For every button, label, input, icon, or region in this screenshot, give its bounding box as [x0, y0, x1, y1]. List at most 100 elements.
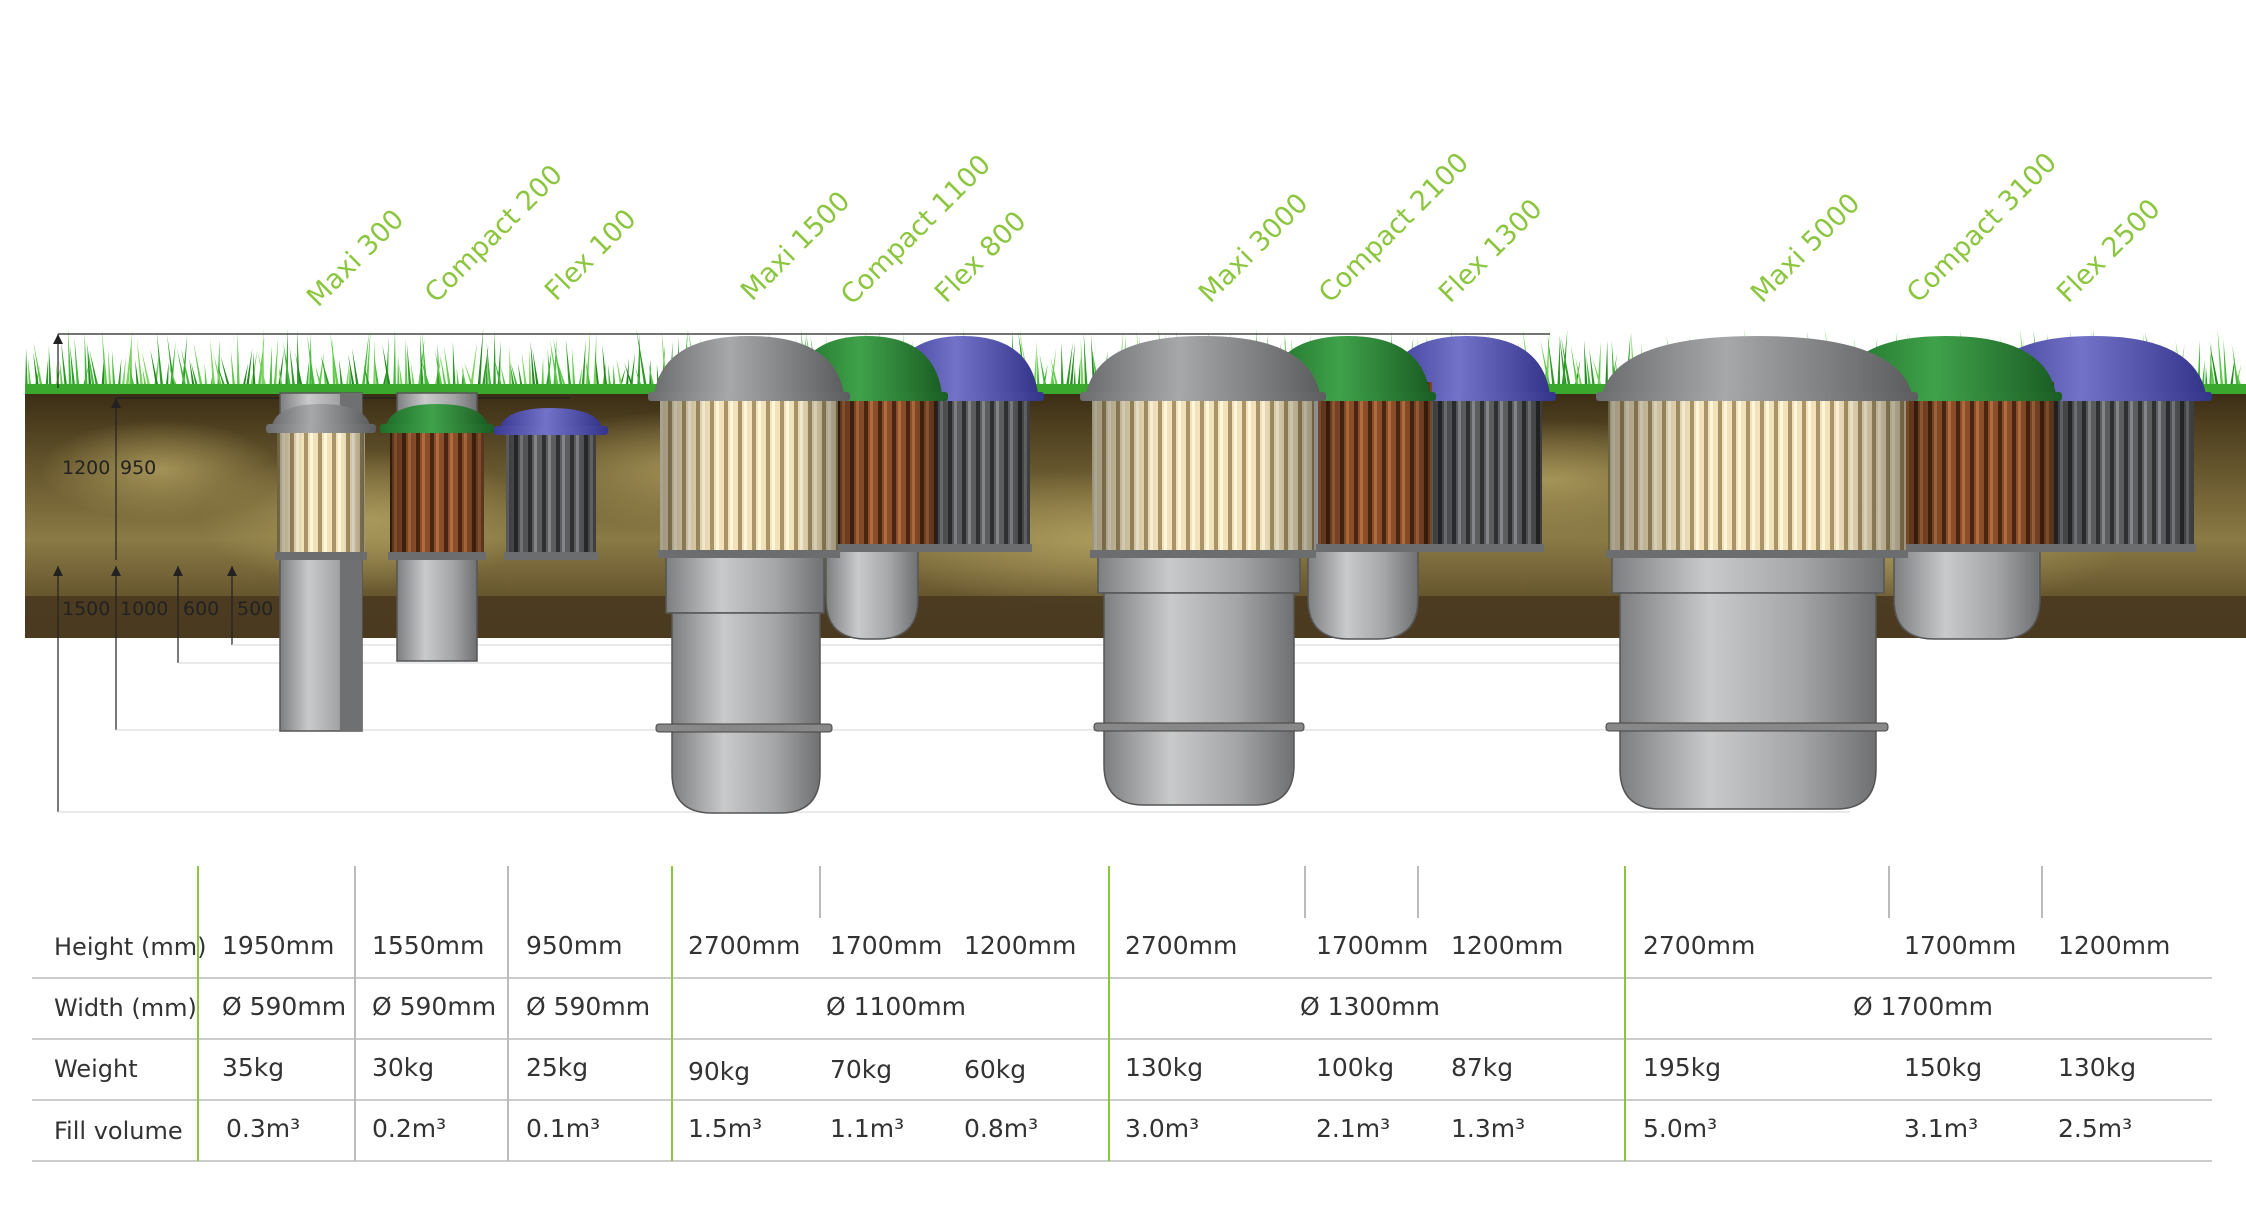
dimension-arrows	[53, 334, 237, 576]
fill-1500L: 1.5m³	[688, 1114, 762, 1143]
height-200L: 1550mm	[372, 931, 484, 960]
tank-maxi-5000	[1619, 592, 1877, 810]
type-100L: 100L	[526, 869, 600, 900]
product-label-compact-3100: Compact 3100	[1901, 147, 2063, 309]
dim-label-1500: 1500	[62, 598, 110, 620]
body-flex-800	[928, 382, 1032, 552]
body-maxi-3000	[1090, 388, 1316, 558]
product-label-flex-100: Flex 100	[539, 204, 642, 307]
table-column-dividers	[197, 866, 2043, 1161]
type-2500L: 2500L	[2058, 869, 2150, 900]
type-2100L: 2100L	[1316, 869, 1408, 900]
height-3000L: 2700mm	[1125, 931, 1237, 960]
height-1300L: 1200mm	[1451, 931, 1563, 960]
product-label-flex-2500: Flex 2500	[2051, 193, 2167, 309]
body-maxi-300	[275, 426, 367, 560]
weight-5000L: 195kg	[1643, 1053, 1721, 1082]
fill-1100L: 1.1m³	[830, 1114, 904, 1143]
product-label-maxi-5000: Maxi 5000	[1745, 188, 1866, 309]
fill-2500L: 2.5m³	[2058, 1114, 2132, 1143]
row-label-height: Height (mm)	[54, 933, 206, 961]
type-200L: 200L	[372, 869, 446, 900]
body-compact-3100	[1902, 382, 2056, 552]
body-maxi-5000	[1606, 388, 1908, 558]
dimension-lines	[57, 333, 1850, 813]
fill-800L: 0.8m³	[964, 1114, 1038, 1143]
height-1100L: 1700mm	[830, 931, 942, 960]
type-800L: 800L	[964, 869, 1038, 900]
weight-3000L: 130kg	[1125, 1053, 1203, 1082]
lid-maxi-300	[266, 404, 376, 433]
body-compact-200	[388, 426, 486, 560]
lid-compact-200	[380, 404, 494, 433]
height-1500L: 2700mm	[688, 931, 800, 960]
weight-1300L: 87kg	[1451, 1053, 1513, 1082]
fill-3100L: 3.1m³	[1904, 1114, 1978, 1143]
weight-100L: 25kg	[526, 1053, 588, 1082]
height-300L: 1950mm	[222, 931, 334, 960]
weight-2100L: 100kg	[1316, 1053, 1394, 1082]
specs-table: Type 300L 200L 100L 1500L 1100L 800L 300…	[32, 866, 2212, 1162]
weight-1500L: 90kg	[688, 1057, 750, 1086]
body-flex-100	[504, 428, 598, 560]
product-label-flex-1300: Flex 1300	[1433, 193, 1549, 309]
product-label-maxi-3000: Maxi 3000	[1193, 188, 1314, 309]
fill-3000L: 3.0m³	[1125, 1114, 1199, 1143]
weight-200L: 30kg	[372, 1053, 434, 1082]
lid-maxi-1500	[648, 336, 850, 401]
tank-maxi-1500	[671, 612, 821, 814]
width-group-1500: Ø 1100mm	[826, 992, 966, 1021]
product-labels: Maxi 300 Compact 200 Flex 100 Maxi 1500 …	[301, 147, 2167, 313]
body-maxi-1500	[658, 388, 840, 558]
height-5000L: 2700mm	[1643, 931, 1755, 960]
width-300L: Ø 590mm	[222, 992, 346, 1021]
type-5000L: 5000L	[1643, 869, 1735, 900]
fill-300L: 0.3m³	[226, 1114, 300, 1143]
width-group-3000: Ø 1300mm	[1300, 992, 1440, 1021]
height-3100L: 1700mm	[1904, 931, 2016, 960]
weight-300L: 35kg	[222, 1053, 284, 1082]
width-200L: Ø 590mm	[372, 992, 496, 1021]
body-flex-2500	[2052, 382, 2196, 552]
lid-maxi-5000	[1596, 336, 1918, 401]
row-label-weight: Weight	[54, 1055, 138, 1083]
row-label-fill-volume: Fill volume	[54, 1117, 183, 1145]
lid-flex-100	[494, 408, 608, 435]
type-1500L: 1500L	[688, 869, 780, 900]
type-3100L: 3100L	[1904, 869, 1996, 900]
lid-maxi-3000	[1080, 336, 1326, 401]
body-compact-1100	[834, 382, 938, 552]
type-1300L: 1300L	[1451, 869, 1543, 900]
group-5000	[1596, 336, 2212, 810]
tank-maxi-3000	[1103, 592, 1295, 806]
fill-5000L: 5.0m³	[1643, 1114, 1717, 1143]
row-label-width: Width (mm)	[54, 994, 197, 1022]
weight-1100L: 70kg	[830, 1055, 892, 1084]
table-row-dividers	[32, 977, 2212, 1162]
containers	[266, 336, 2212, 814]
height-2500L: 1200mm	[2058, 931, 2170, 960]
type-300L: 300L	[216, 869, 290, 900]
fill-1300L: 1.3m³	[1451, 1114, 1525, 1143]
body-compact-2100	[1316, 382, 1434, 552]
dim-label-500: 500	[237, 598, 273, 620]
height-2100L: 1700mm	[1316, 931, 1428, 960]
type-header: Type	[54, 872, 124, 903]
product-label-maxi-300: Maxi 300	[301, 204, 410, 313]
height-800L: 1200mm	[964, 931, 1076, 960]
dim-label-1000: 1000	[120, 598, 168, 620]
body-flex-1300	[1430, 382, 1544, 552]
dim-label-950: 950	[120, 457, 156, 479]
fill-2100L: 2.1m³	[1316, 1114, 1390, 1143]
dim-label-600: 600	[183, 598, 219, 620]
height-100L: 950mm	[526, 931, 622, 960]
weight-2500L: 130kg	[2058, 1053, 2136, 1082]
weight-3100L: 150kg	[1904, 1053, 1982, 1082]
fill-100L: 0.1m³	[526, 1114, 600, 1143]
group-3000	[1080, 336, 1556, 806]
type-1100L: 1100L	[830, 869, 922, 900]
fill-200L: 0.2m³	[372, 1114, 446, 1143]
dim-label-1200: 1200	[62, 457, 110, 479]
weight-800L: 60kg	[964, 1055, 1026, 1084]
